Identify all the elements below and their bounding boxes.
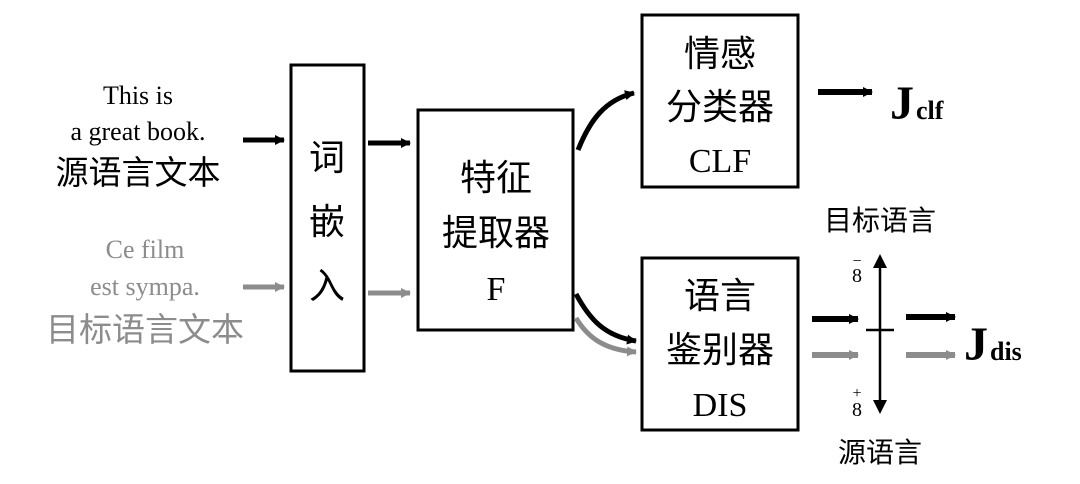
- embedding-char-1: 词: [309, 138, 345, 179]
- feature-extractor-line2: 提取器: [442, 213, 550, 254]
- sentiment-classifier-symbol: CLF: [689, 143, 751, 180]
- source-text-label: 源语言文本: [56, 153, 221, 192]
- axis-up-arrowhead: [873, 254, 887, 268]
- axis-top-label: 目标语言: [824, 204, 936, 237]
- axis-bottom-label: 源语言: [838, 436, 922, 469]
- source-text-line1: This is: [103, 81, 173, 110]
- feature-extractor-symbol: F: [487, 271, 506, 308]
- j-dis-main: J: [964, 318, 988, 371]
- source-text-line2: a great book.: [70, 117, 205, 146]
- target-text-label: 目标语言文本: [46, 310, 244, 349]
- extractor-to-classifier-arrow: [575, 90, 635, 151]
- feature-extractor-line1: 特征: [460, 158, 532, 199]
- language-discriminator-box: [640, 256, 800, 432]
- sentiment-classifier-line2: 分类器: [666, 87, 774, 128]
- axis-top-sign: −: [852, 253, 861, 270]
- axis-top-value: 8: [852, 265, 862, 287]
- j-clf-label: Jclf: [890, 77, 944, 130]
- axis-bottom-value: 8: [852, 399, 862, 421]
- feature-extractor-box: [416, 108, 575, 332]
- language-discriminator-line1: 语言: [684, 276, 756, 317]
- embedding-char-3: 入: [309, 266, 345, 307]
- axis-bottom-sign: +: [852, 385, 861, 402]
- extractor-to-discriminator-arrow-target: [573, 316, 637, 357]
- target-text-line1: Ce film: [106, 235, 185, 264]
- sentiment-classifier-line1: 情感: [684, 34, 756, 75]
- extractor-to-discriminator-arrow-source: [573, 292, 637, 345]
- embedding-box: [289, 63, 366, 373]
- language-discriminator-symbol: DIS: [693, 387, 748, 424]
- j-clf-main: J: [890, 77, 914, 130]
- language-discriminator-line2: 鉴别器: [666, 330, 774, 371]
- embedding-char-2: 嵌: [309, 202, 345, 243]
- j-dis-sub: dis: [990, 337, 1022, 366]
- axis-down-arrowhead: [873, 400, 887, 414]
- j-dis-label: Jdis: [964, 318, 1022, 371]
- target-text-line2: est sympa.: [90, 272, 200, 301]
- sentiment-classifier-box: [640, 13, 800, 189]
- j-clf-sub: clf: [916, 96, 944, 125]
